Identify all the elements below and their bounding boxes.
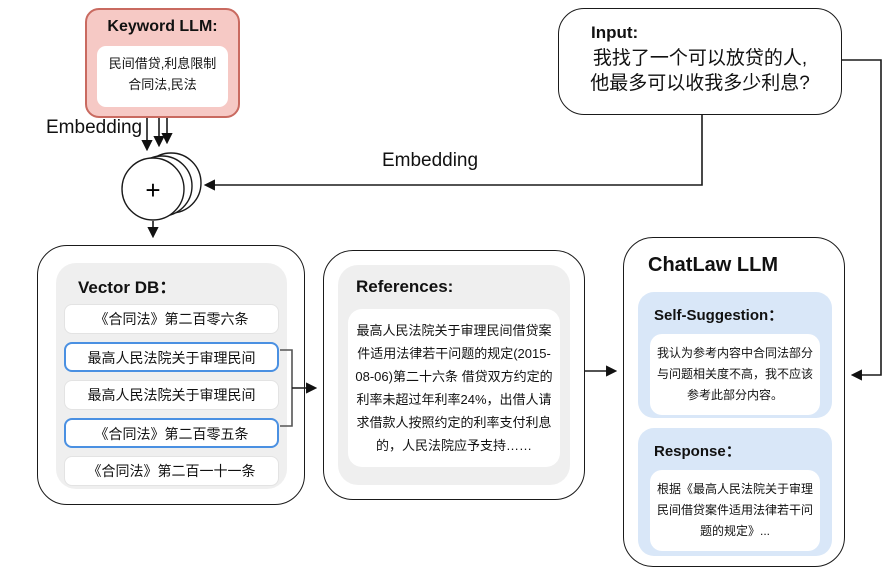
input-title: Input: bbox=[591, 23, 639, 42]
sum-circle-back bbox=[140, 152, 202, 214]
vector-db-item: 《合同法》第二百零五条 bbox=[64, 418, 279, 448]
arrow-input-to-chatlaw bbox=[842, 59, 882, 381]
references-text: 最高人民法院关于审理民间借贷案件适用法律若干问题的规定(2015-08-06)第… bbox=[348, 309, 560, 467]
vector-db-item: 《合同法》第二百一十一条 bbox=[64, 456, 279, 486]
vector-db-item: 最高人民法院关于审理民间 bbox=[64, 380, 279, 410]
references-box: References: 最高人民法院关于审理民间借贷案件适用法律若干问题的规定(… bbox=[323, 250, 585, 500]
chatlaw-llm-title: ChatLaw LLM bbox=[648, 254, 778, 276]
vector-db-panel: Vector DB： 《合同法》第二百零六条 最高人民法院关于审理民间 最高人民… bbox=[56, 263, 287, 489]
embedding-label-middle: Embedding bbox=[381, 150, 479, 171]
keyword-llm-keywords: 民间借贷,利息限制 合同法,民法 bbox=[97, 46, 228, 107]
chatlaw-llm-box: ChatLaw LLM Self-Suggestion： 我认为参考内容中合同法… bbox=[623, 237, 845, 567]
keyword-line-1: 民间借贷,利息限制 bbox=[108, 56, 217, 71]
response-title: Response： bbox=[654, 443, 741, 460]
input-box: Input: 我找了一个可以放贷的人, 他最多可以收我多少利息? bbox=[558, 8, 842, 115]
response-text: 根据《最高人民法院关于审理民间借贷案件适用法律若干问题的规定》... bbox=[650, 470, 820, 551]
vector-db-item: 最高人民法院关于审理民间 bbox=[64, 342, 279, 372]
self-suggestion-title: Self-Suggestion： bbox=[654, 307, 784, 324]
sum-node: + bbox=[121, 152, 202, 221]
embedding-label-left: Embedding bbox=[46, 117, 143, 138]
self-suggestion-box: Self-Suggestion： 我认为参考内容中合同法部分与问题相关度不高，我… bbox=[638, 292, 832, 418]
references-title: References: bbox=[356, 277, 454, 296]
sum-circle-front bbox=[121, 157, 185, 221]
vector-db-box: Vector DB： 《合同法》第二百零六条 最高人民法院关于审理民间 最高人民… bbox=[37, 245, 305, 505]
keyword-line-2: 合同法,民法 bbox=[128, 77, 197, 92]
keyword-llm-box: Keyword LLM: 民间借贷,利息限制 合同法,民法 bbox=[85, 8, 240, 118]
keyword-llm-title: Keyword LLM: bbox=[107, 18, 218, 35]
vector-db-title: Vector DB： bbox=[78, 278, 177, 297]
plus-symbol: + bbox=[145, 175, 160, 205]
vector-db-item: 《合同法》第二百零六条 bbox=[64, 304, 279, 334]
input-line-2: 他最多可以收我多少利息? bbox=[590, 73, 810, 94]
self-suggestion-text: 我认为参考内容中合同法部分与问题相关度不高，我不应该参考此部分内容。 bbox=[650, 334, 820, 415]
references-panel: References: 最高人民法院关于审理民间借贷案件适用法律若干问题的规定(… bbox=[338, 265, 570, 485]
input-line-1: 我找了一个可以放贷的人, bbox=[592, 48, 808, 69]
response-box: Response： 根据《最高人民法院关于审理民间借贷案件适用法律若干问题的规定… bbox=[638, 428, 832, 556]
sum-circle-middle bbox=[131, 155, 193, 217]
